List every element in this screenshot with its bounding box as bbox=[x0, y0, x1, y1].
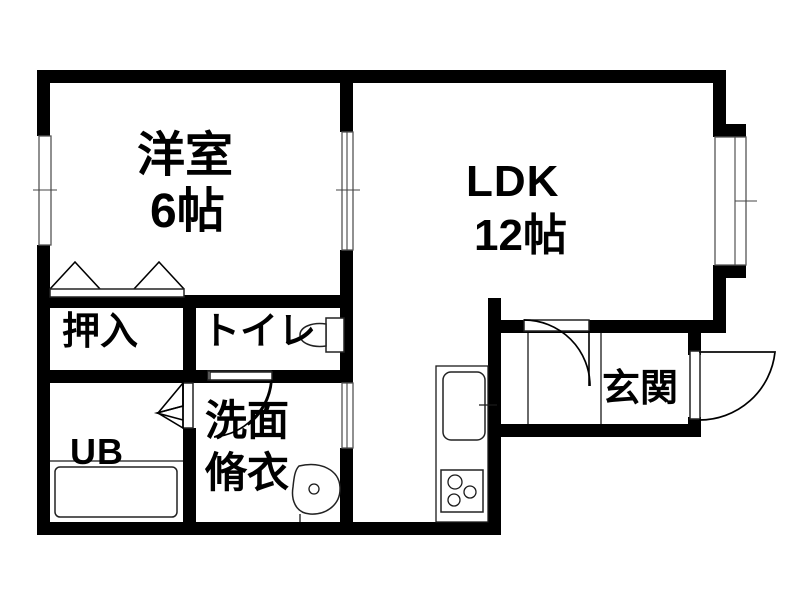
wall-east-lower bbox=[713, 265, 726, 333]
room-label-oshiire: 押入 bbox=[62, 311, 139, 353]
bathtub bbox=[50, 460, 183, 518]
windows bbox=[33, 131, 757, 449]
window-senmen bbox=[341, 382, 354, 449]
wall-genkan-bottom bbox=[501, 424, 701, 437]
room-label-washitsu: 洋室 bbox=[137, 129, 234, 182]
genkan-step-lines bbox=[527, 333, 602, 424]
wall-ub-senmen bbox=[183, 428, 196, 535]
washbasin bbox=[291, 464, 341, 522]
wall-kitchen-hall-divider bbox=[488, 298, 501, 535]
room-label-genkan: 玄関 bbox=[602, 368, 679, 410]
window-ldk-east bbox=[714, 136, 757, 266]
front-door bbox=[689, 350, 776, 421]
wall-center-lower bbox=[340, 448, 353, 535]
wall-west-upper bbox=[37, 70, 50, 136]
kitchen-sink bbox=[435, 365, 497, 523]
door-senmen bbox=[209, 371, 273, 426]
room-size-washitsu: 6帖 bbox=[150, 185, 225, 238]
wall-east-upper bbox=[713, 70, 726, 128]
wall-center-mid bbox=[340, 250, 353, 298]
fixtures bbox=[50, 317, 497, 523]
wall-oshiire-toilet bbox=[183, 295, 196, 383]
door-ldk-hall bbox=[523, 319, 591, 387]
wall-genkan-right-upper bbox=[688, 333, 701, 355]
window-bedroom-east bbox=[336, 131, 360, 251]
room-label-senmen: 洗面 bbox=[205, 397, 290, 444]
toilet-bowl bbox=[299, 317, 345, 353]
wall-top bbox=[37, 70, 726, 83]
sliding-door-oshiire bbox=[49, 260, 185, 298]
room-label-toilet: トイレ bbox=[202, 311, 317, 353]
room-size-ldk: 12帖 bbox=[474, 211, 567, 260]
window-bedroom-west bbox=[33, 135, 57, 246]
room-label-ldk: LDK bbox=[466, 157, 560, 206]
wall-genkan-top bbox=[601, 320, 726, 333]
structural-walls bbox=[37, 70, 746, 535]
room-label-ub: UB bbox=[70, 431, 124, 472]
wall-center-upper bbox=[340, 70, 353, 132]
wall-bottom-left bbox=[37, 522, 501, 535]
wall-west-lower bbox=[37, 245, 50, 535]
door-ub bbox=[153, 380, 194, 430]
doors bbox=[49, 260, 776, 438]
wall-east-jog-top bbox=[713, 124, 746, 137]
gas-stove bbox=[440, 469, 484, 513]
room-label-datsui: 脩衣 bbox=[205, 449, 290, 496]
